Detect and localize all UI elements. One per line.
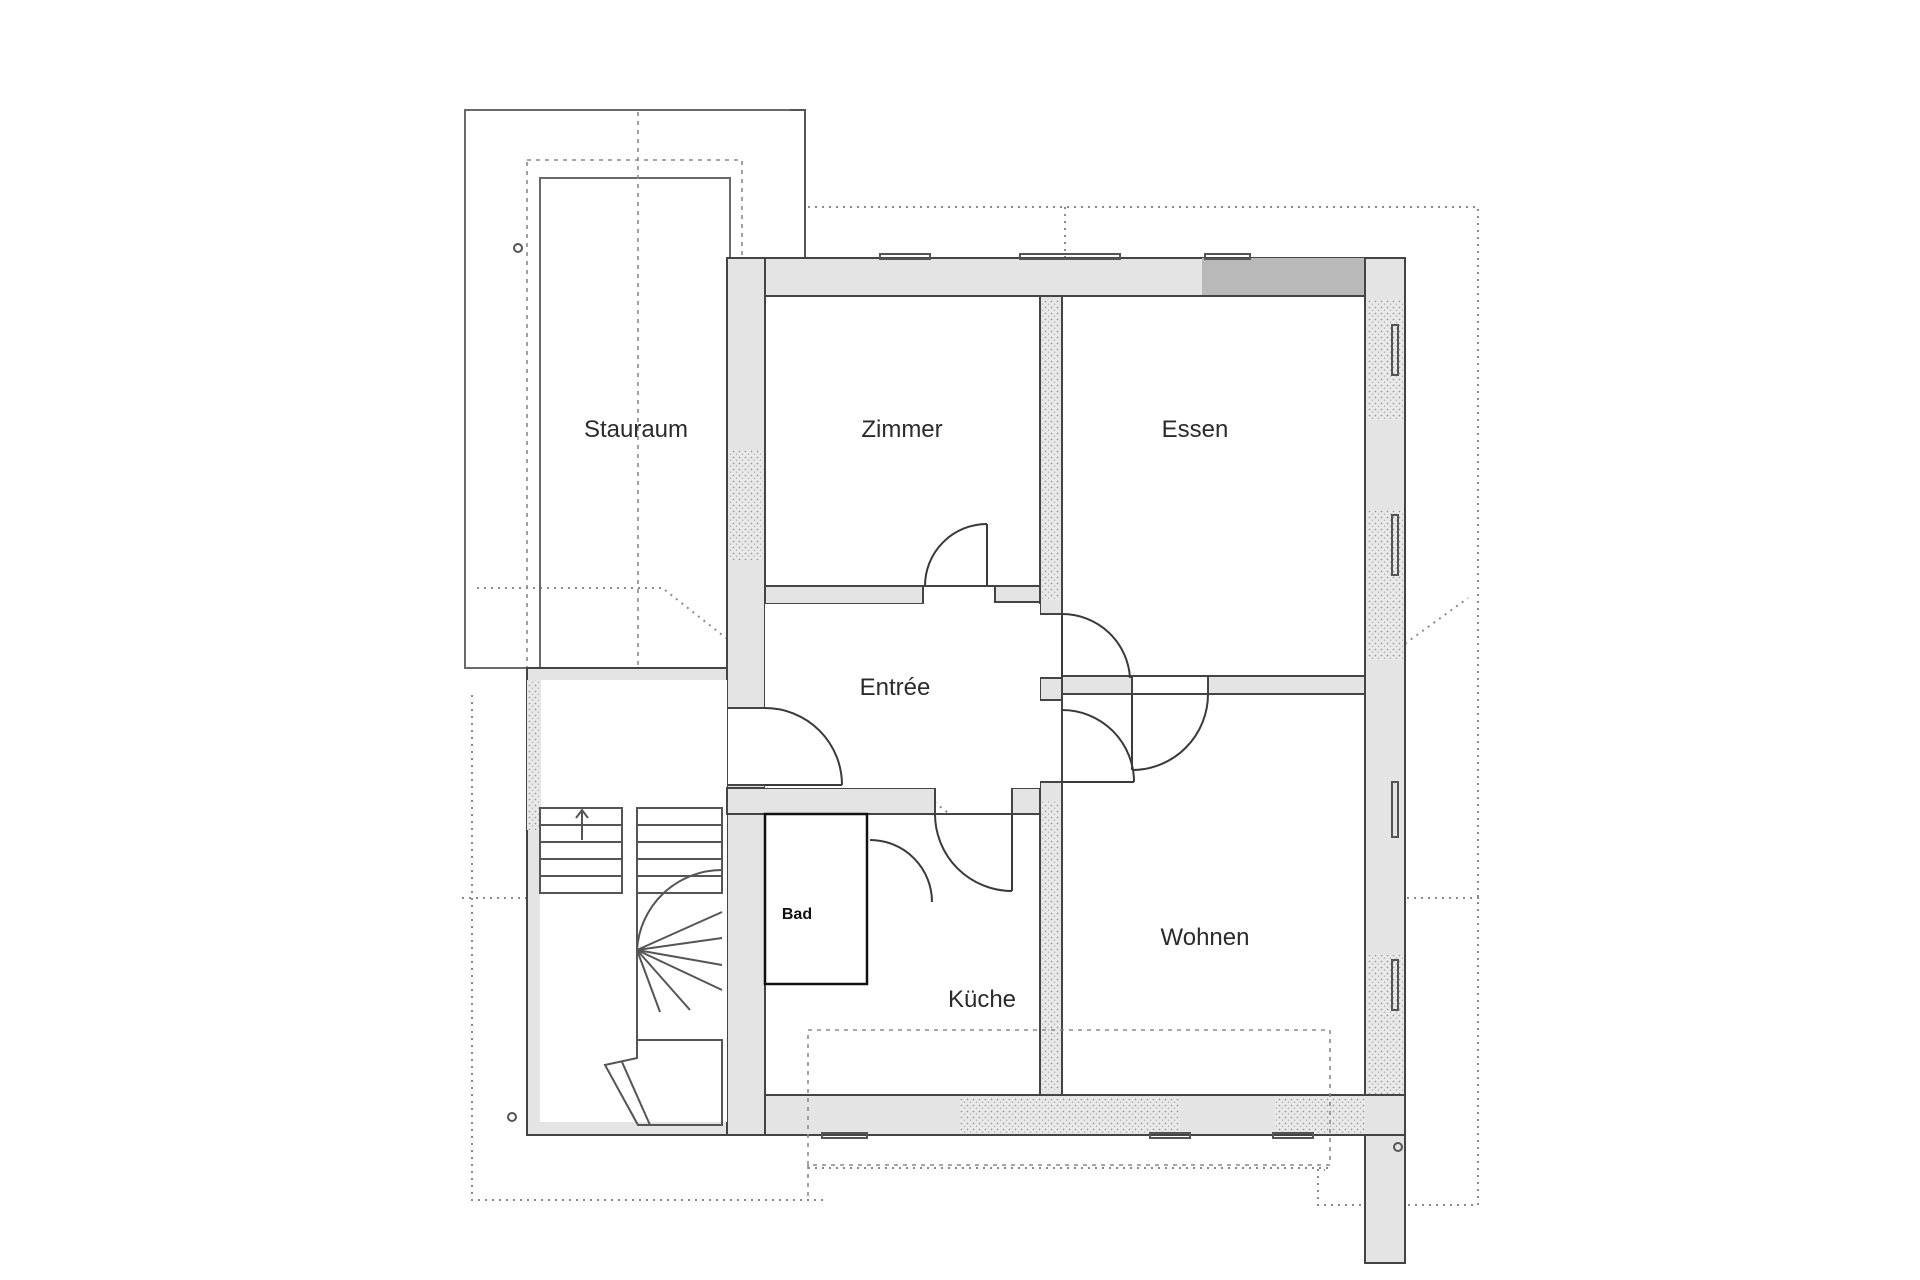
bathroom [763,812,869,986]
label-stauraum: Stauraum [584,416,688,443]
room-floors [764,295,1366,1096]
label-wohnen: Wohnen [1161,924,1250,951]
label-essen: Essen [1162,416,1229,443]
doors [764,523,1209,903]
outer-walls [507,257,1406,1264]
label-bad: Bad [782,906,812,923]
label-entree: Entrée [860,674,931,701]
label-zimmer: Zimmer [861,416,942,443]
staircase [539,807,723,1126]
room-labels: Stauraum Zimmer Essen Entrée Bad Küche W… [584,416,1250,1013]
kitchen-counter [807,1029,1331,1200]
label-kueche: Küche [948,986,1016,1013]
